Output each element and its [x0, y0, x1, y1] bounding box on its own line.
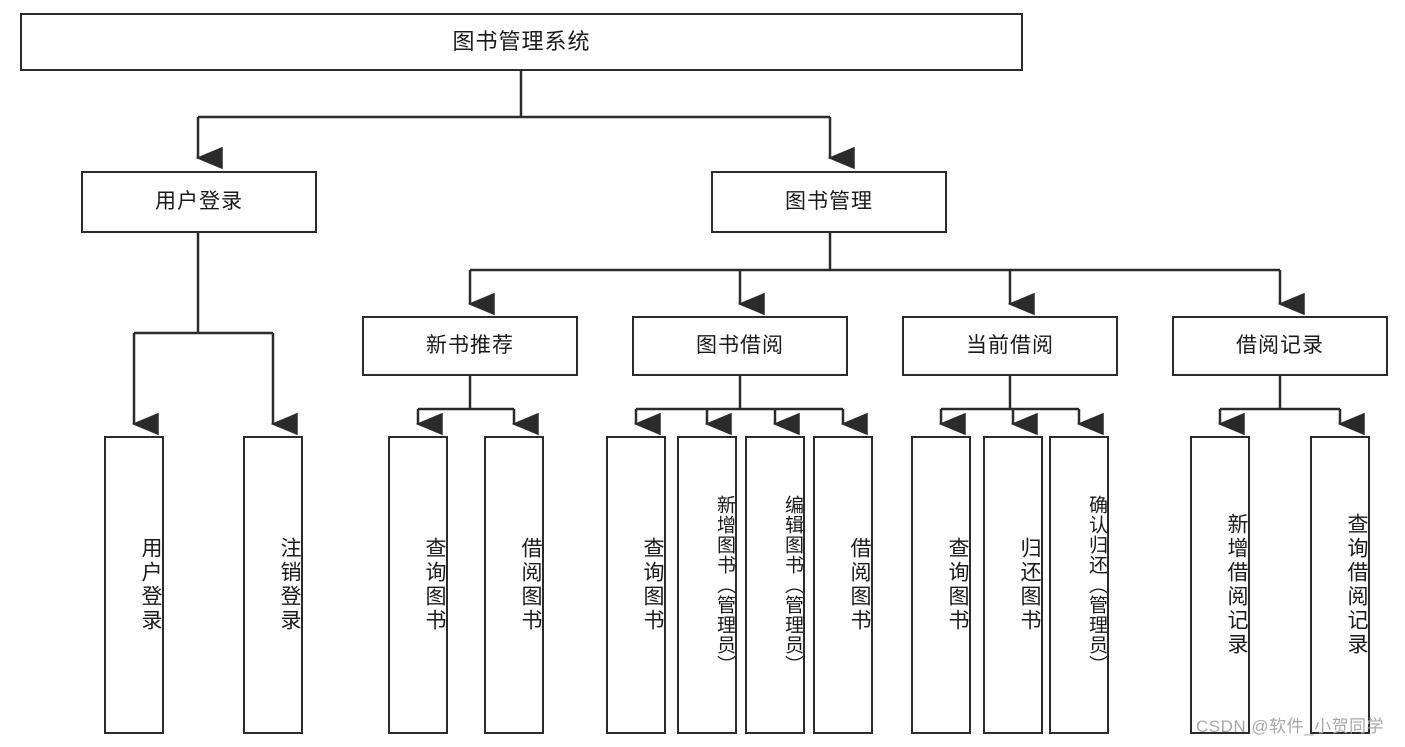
leaf-return-book[interactable]: 归还图书: [983, 436, 1043, 734]
node-book-borrow[interactable]: 图书借阅: [632, 316, 848, 376]
leaf-query-book-bb[interactable]: 查询图书: [606, 436, 666, 734]
leaf-label: 查询图书: [641, 537, 664, 633]
leaf-borrow-book-nbr[interactable]: 借阅图书: [484, 436, 544, 734]
leaf-label: 新增借阅记录: [1225, 513, 1248, 657]
node-book-management[interactable]: 图书管理: [711, 171, 947, 233]
leaf-label: 新增图书（管理员）: [714, 495, 735, 675]
node-new-book-recommend[interactable]: 新书推荐: [362, 316, 578, 376]
leaf-add-borrow-record[interactable]: 新增借阅记录: [1190, 436, 1250, 734]
leaf-user-login[interactable]: 用户登录: [104, 436, 164, 734]
leaf-query-borrow-record[interactable]: 查询借阅记录: [1310, 436, 1370, 734]
leaf-label: 用户登录: [139, 537, 162, 633]
leaf-add-book-admin[interactable]: 新增图书（管理员）: [677, 436, 737, 734]
leaf-query-book-nbr[interactable]: 查询图书: [388, 436, 448, 734]
leaf-label: 查询图书: [423, 537, 446, 633]
leaf-query-book-cb[interactable]: 查询图书: [911, 436, 971, 734]
leaf-label: 查询借阅记录: [1345, 513, 1368, 657]
node-borrow-record[interactable]: 借阅记录: [1172, 316, 1388, 376]
node-current-borrow[interactable]: 当前借阅: [902, 316, 1118, 376]
leaf-logout[interactable]: 注销登录: [243, 436, 303, 734]
leaf-label: 借阅图书: [848, 537, 871, 633]
leaf-borrow-book-bb[interactable]: 借阅图书: [813, 436, 873, 734]
node-root-system[interactable]: 图书管理系统: [20, 13, 1023, 71]
leaf-edit-book-admin[interactable]: 编辑图书（管理员）: [745, 436, 805, 734]
leaf-label: 编辑图书（管理员）: [782, 495, 803, 675]
leaf-label: 借阅图书: [519, 537, 542, 633]
leaf-label: 确认归还（管理员）: [1086, 495, 1107, 675]
node-user-login[interactable]: 用户登录: [81, 171, 317, 233]
csdn-watermark: CSDN @软件_小贺同学: [1196, 717, 1385, 736]
leaf-confirm-return-admin[interactable]: 确认归还（管理员）: [1049, 436, 1109, 734]
leaf-label: 注销登录: [278, 537, 301, 633]
leaf-label: 归还图书: [1018, 537, 1041, 633]
leaf-label: 查询图书: [946, 537, 969, 633]
